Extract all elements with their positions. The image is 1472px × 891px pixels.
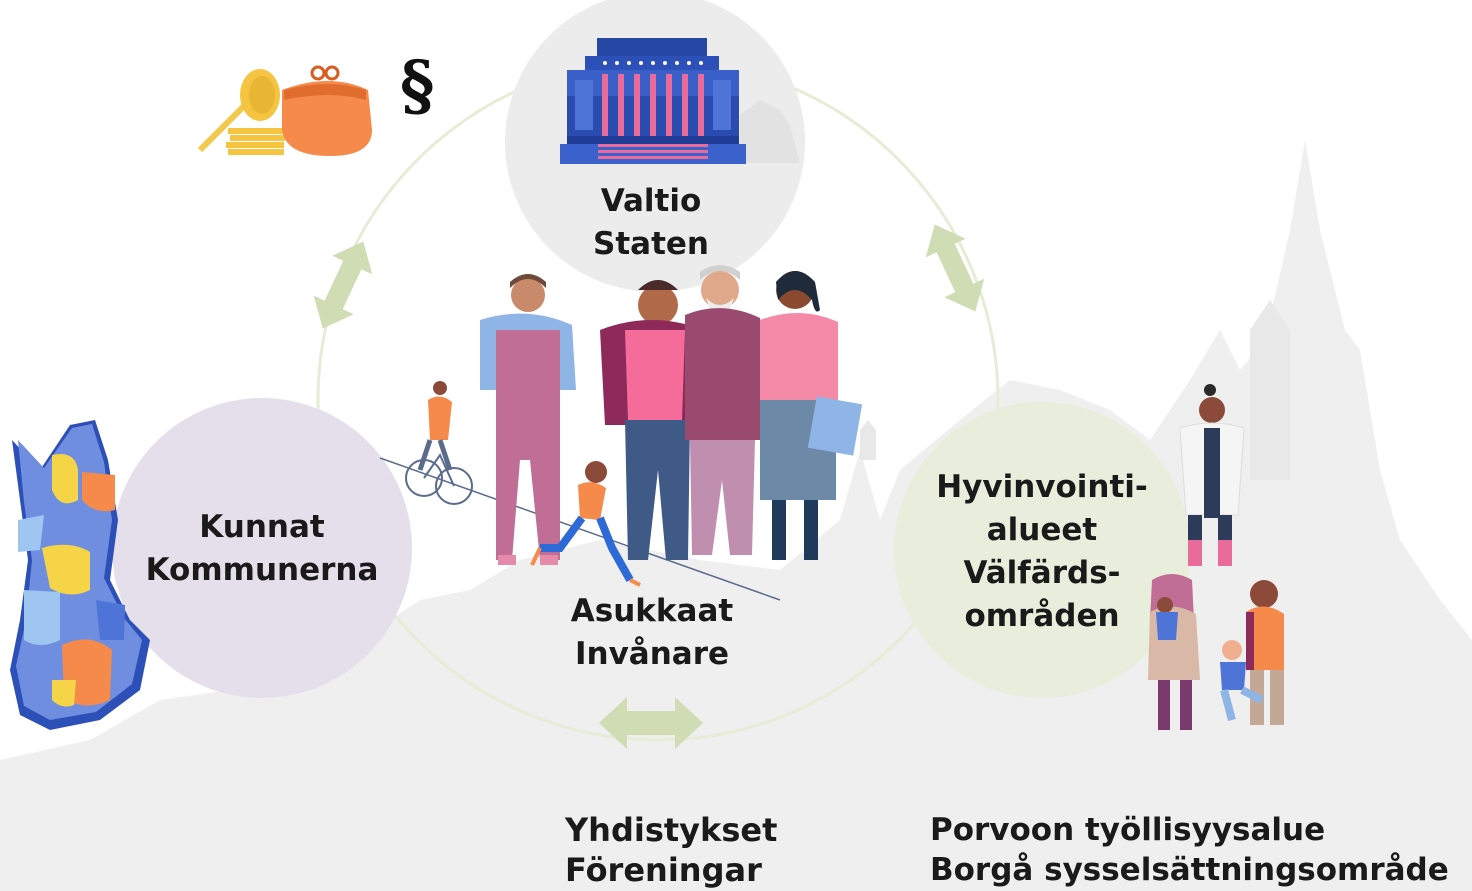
municipalities-label-line1: Kunnat [199, 509, 325, 545]
municipalities-label: Kunnat Kommunerna [132, 506, 392, 592]
wellbeing-areas-label: Hyvinvointi- alueet Välfärds- områden [922, 466, 1162, 638]
wellbeing-circle [894, 402, 1190, 698]
associations-label: Yhdistykset Föreningar [565, 810, 777, 890]
associations-label-line1: Yhdistykset [565, 811, 778, 849]
double-arrow-icon [599, 697, 703, 749]
municipalities-label-line2: Kommunerna [145, 552, 379, 588]
employment-area-label: Porvoon työllisyysalue Borgå sysselsättn… [930, 810, 1449, 890]
state-label: Valtio Staten [551, 180, 751, 266]
cyclist-figure [405, 381, 473, 505]
nurse-figure [1179, 384, 1245, 566]
hill-line [379, 457, 781, 601]
section-symbol-icon: § [400, 46, 435, 124]
runner-figure [530, 461, 641, 587]
double-arrow-icon [925, 224, 985, 312]
double-arrow-icon [313, 241, 373, 329]
employment-label-line1: Porvoon työllisyysalue [930, 812, 1326, 848]
municipality-circle [112, 398, 412, 698]
residents-label-line1: Asukkaat [570, 593, 734, 629]
employment-label-line2: Borgå sysselsättningsområde [930, 852, 1449, 888]
man-overalls-figure [480, 274, 576, 565]
state-label-line1: Valtio [600, 183, 702, 219]
wellbeing-label-line2: alueet [986, 512, 1098, 548]
wellbeing-label-line1: Hyvinvointi- [936, 469, 1148, 505]
wellbeing-label-line3: Välfärds- [963, 555, 1121, 591]
state-label-line2: Staten [593, 226, 709, 262]
older-man-figure [685, 265, 765, 555]
man-pink-hoodie-figure [600, 280, 705, 560]
wellbeing-label-line4: områden [964, 598, 1120, 634]
woman-figure [760, 271, 863, 560]
associations-label-line2: Föreningar [565, 851, 762, 889]
family-figure [1148, 574, 1284, 730]
residents-label-line2: Invånare [574, 636, 730, 672]
residents-label: Asukkaat Invånare [552, 590, 752, 676]
